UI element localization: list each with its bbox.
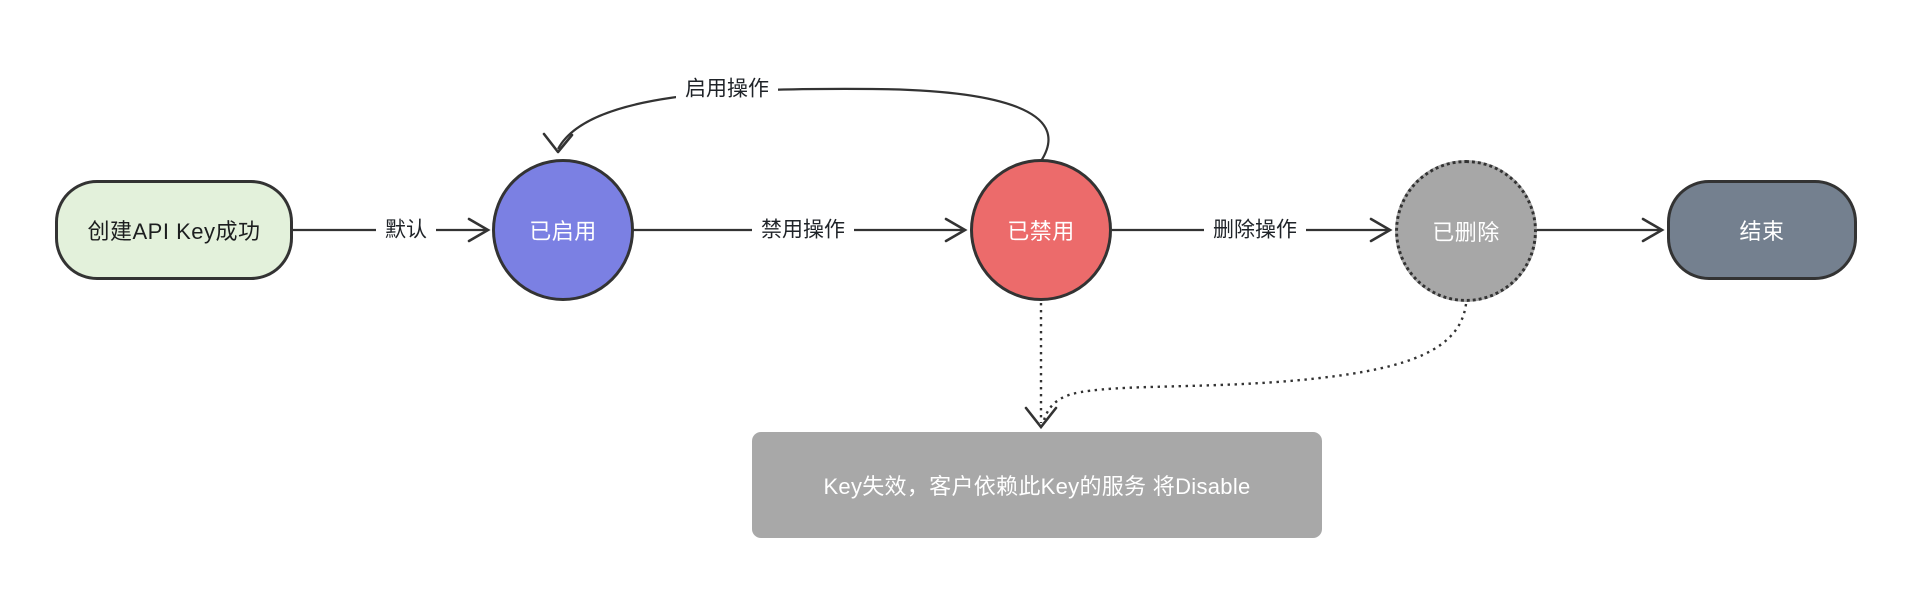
node-end-label: 结束 bbox=[1739, 219, 1785, 244]
edge-enable-curve bbox=[557, 87, 1050, 162]
state-deleted: 已删除 bbox=[1395, 160, 1537, 302]
node-create-api-key-success: 创建API Key成功 bbox=[55, 180, 293, 280]
state-deleted-label: 已删除 bbox=[1432, 220, 1500, 245]
state-disabled: 已禁用 bbox=[970, 159, 1112, 301]
note-key-invalid-label: Key失效，客户依赖此Key的服务 将Disable bbox=[823, 474, 1251, 499]
edge-enable-arrowhead bbox=[542, 132, 574, 154]
edge-deleted-end-arrowhead bbox=[1641, 217, 1665, 243]
edge-delete-arrowhead bbox=[1369, 217, 1393, 243]
edge-label-default: 默认 bbox=[376, 214, 436, 246]
node-end: 结束 bbox=[1667, 180, 1857, 280]
state-disabled-label: 已禁用 bbox=[1007, 219, 1075, 244]
edge-label-disable-action: 禁用操作 bbox=[752, 214, 854, 246]
node-create-api-key-success-label: 创建API Key成功 bbox=[87, 219, 261, 244]
edge-disable-arrowhead bbox=[944, 217, 968, 243]
edge-default-arrowhead bbox=[467, 217, 491, 243]
edge-disabled-note-arrowhead bbox=[1024, 406, 1058, 430]
note-key-invalid: Key失效，客户依赖此Key的服务 将Disable bbox=[752, 432, 1322, 538]
state-enabled-label: 已启用 bbox=[529, 219, 597, 244]
edge-label-delete-action: 删除操作 bbox=[1204, 214, 1306, 246]
edge-label-enable-action: 启用操作 bbox=[676, 73, 778, 105]
state-enabled: 已启用 bbox=[492, 159, 634, 301]
edge-deleted-note-dotted bbox=[1042, 303, 1468, 421]
